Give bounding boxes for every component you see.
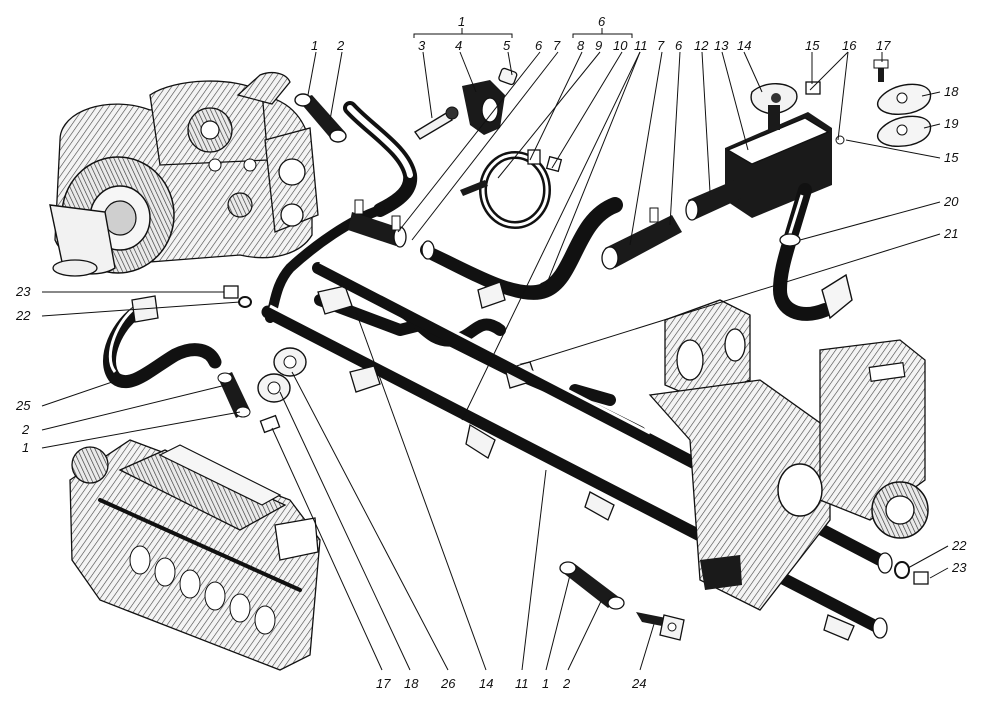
hose-clamp-band (479, 149, 563, 229)
callout-group-1: 1 (458, 14, 465, 29)
callout-right-15: 15 (944, 150, 959, 165)
gasket-18 (876, 83, 932, 115)
clamp-bolt-assembly-left (217, 372, 251, 418)
hose-coupling-right (601, 207, 682, 270)
callout-top-2: 2 (336, 38, 345, 53)
callout-top-8: 8 (577, 38, 585, 53)
bent-pipe-25 (103, 295, 222, 389)
callout-left-22: 22 (15, 308, 31, 323)
callout-right-23: 23 (951, 560, 967, 575)
gasket-19 (876, 115, 932, 147)
callout-right-20: 20 (943, 194, 959, 209)
callout-top-10: 10 (613, 38, 628, 53)
clamp-bracket-4 (462, 80, 505, 135)
callout-top-6b: 6 (675, 38, 683, 53)
coupling-sleeve (348, 199, 407, 248)
callout-top-16: 16 (842, 38, 857, 53)
callout-left-2: 2 (21, 422, 30, 437)
turbocharger-drawing (49, 71, 319, 277)
callout-right-22: 22 (951, 538, 967, 553)
callout-labels: 1 6 1 2 3 4 5 6 7 8 9 10 11 7 6 12 13 14… (15, 14, 967, 691)
callout-top-15: 15 (805, 38, 820, 53)
callout-top-5: 5 (503, 38, 511, 53)
callout-bottom-26: 26 (440, 676, 456, 691)
callout-bottom-14: 14 (479, 676, 493, 691)
callout-bottom-2: 2 (562, 676, 571, 691)
callout-bottom-11: 11 (515, 676, 529, 691)
bolt-17 (873, 59, 889, 82)
screw-small (460, 180, 488, 196)
bolt-23-left (223, 285, 239, 299)
nut-5 (498, 67, 518, 86)
callout-top-1: 1 (311, 38, 318, 53)
washer-22-right (894, 561, 910, 579)
bolt-23-right (913, 571, 929, 585)
s-pipe-11 (420, 197, 623, 300)
callout-right-19: 19 (944, 116, 958, 131)
gasket-18-left (273, 347, 307, 377)
bolt-3 (413, 106, 459, 140)
callout-top-6: 6 (535, 38, 543, 53)
callout-top-13: 13 (714, 38, 729, 53)
engine-overview-drawing (69, 439, 321, 671)
callout-left-23: 23 (15, 284, 31, 299)
callout-bottom-24: 24 (631, 676, 646, 691)
callout-bottom-1: 1 (542, 676, 549, 691)
callout-group-6: 6 (598, 14, 606, 29)
washer-22-left (238, 296, 252, 308)
clamp-bolt-assembly-bottom (559, 561, 625, 610)
callout-right-18: 18 (944, 84, 959, 99)
bracket-24 (636, 612, 685, 641)
callout-top-4: 4 (455, 38, 462, 53)
callout-top-9: 9 (595, 38, 602, 53)
callout-top-3: 3 (418, 38, 426, 53)
callout-bottom-18: 18 (404, 676, 419, 691)
leader-lines (41, 28, 949, 671)
callout-top-7b: 7 (657, 38, 665, 53)
callout-bottom-17: 17 (376, 676, 391, 691)
gasket-26-left (257, 373, 291, 403)
bolt-17-left (259, 414, 281, 434)
callout-top-11: 11 (634, 38, 648, 53)
exhaust-block-right (648, 299, 929, 611)
callout-left-1: 1 (22, 440, 29, 455)
callout-right-21: 21 (943, 226, 958, 241)
pipe-20-21 (773, 183, 853, 321)
callout-top-7: 7 (553, 38, 561, 53)
callout-top-14: 14 (737, 38, 751, 53)
callout-top-17: 17 (876, 38, 891, 53)
clamp-bolt-assembly-top (294, 93, 347, 143)
callout-top-12: 12 (694, 38, 709, 53)
callout-left-25: 25 (15, 398, 31, 413)
